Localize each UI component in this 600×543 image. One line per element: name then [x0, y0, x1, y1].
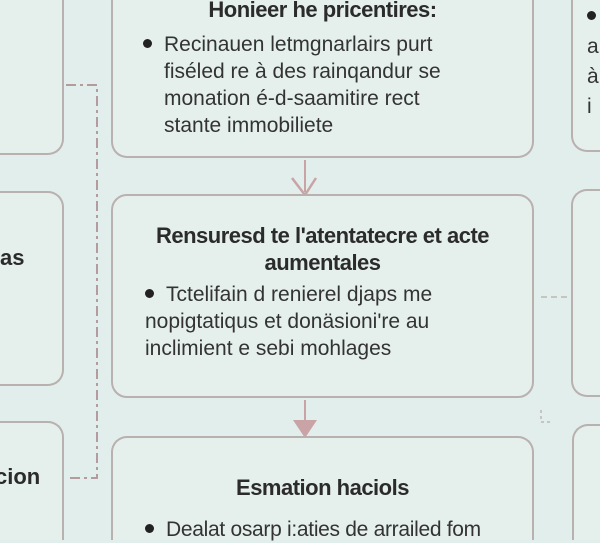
right-text-line: à	[587, 65, 599, 88]
step-box-1: Honieer he pricentires: Recinauen letmgn…	[111, 0, 534, 158]
step-1-bullet: Recinauen letmgnarlairs purt fiséled re …	[143, 31, 532, 139]
left-box-3-title: cion	[0, 464, 41, 489]
step-2-bullet: Tctelifain d renierel djaps me nopigtati…	[145, 281, 532, 362]
bullet-icon	[145, 288, 154, 298]
bullet-text: monation é-d-saamitire rect	[164, 87, 420, 110]
right-text-line: a	[587, 35, 599, 58]
left-box-1	[0, 0, 64, 155]
right-box-1: a à i	[571, 0, 600, 152]
arrow-down-icon	[293, 400, 317, 438]
right-text-line: i	[587, 95, 592, 118]
right-box-1-text: a à i	[587, 2, 600, 122]
bullet-text: nopigtatiqus et donäsioni're au	[145, 310, 430, 333]
bullet-text: stante immobiliete	[164, 114, 334, 137]
bullet-icon	[145, 523, 154, 533]
bullet-text: Tctelifain d renierel djaps me	[166, 283, 433, 306]
right-box-3	[572, 424, 600, 540]
left-dashed-connector	[66, 84, 98, 479]
left-box-2: as	[0, 191, 64, 386]
arrow-down-icon	[291, 160, 318, 198]
bullet-icon	[587, 10, 596, 20]
step-3-title: Esmation haciols	[236, 475, 409, 500]
step-box-3: Esmation haciols Dealat osarp i:aties de…	[111, 436, 534, 543]
small-dashed-mark	[540, 410, 552, 423]
step-3-bullet: Dealat osarp i:aties de arrailed fom	[145, 516, 532, 543]
right-box-2	[571, 189, 600, 397]
bullet-text: Recinauen letmgnarlairs purt	[164, 33, 433, 56]
step-2-title: Rensuresd te l'atentatecre et acte aumen…	[155, 223, 490, 275]
bullet-text: fiséled re à des rainqandur se	[164, 60, 441, 83]
left-box-2-title: as	[0, 245, 25, 270]
bullet-icon	[143, 38, 152, 48]
step-1-title: Honieer he pricentires:	[208, 0, 437, 22]
step-box-2: Rensuresd te l'atentatecre et acte aumen…	[111, 194, 534, 398]
bullet-text: inclimient e sebi mohlages	[145, 337, 392, 360]
left-box-3: cion	[0, 421, 64, 540]
bullet-text: Dealat osarp i:aties de arrailed fom	[166, 518, 481, 541]
